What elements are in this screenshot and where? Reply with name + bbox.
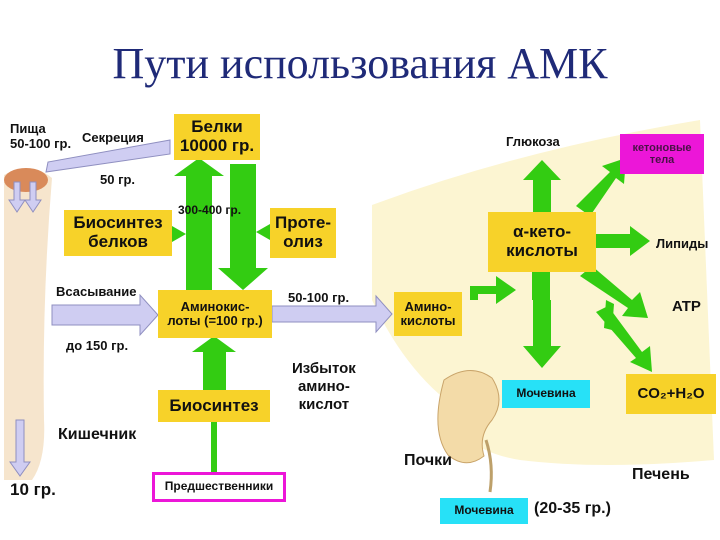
proteins-line2: 10000 гр. <box>179 136 255 155</box>
secretion-arrow <box>45 139 171 173</box>
intestine-label: Кишечник <box>58 426 137 443</box>
amino-acid-pool-box: Аминокис- лоты (=100 гр.) <box>158 290 272 338</box>
food-label-line1: Пища <box>10 121 46 136</box>
proteolysis-line1: Протe- <box>274 213 331 233</box>
urea-amount: (20-35 гр.) <box>534 500 611 517</box>
liver-label: Печень <box>632 466 690 483</box>
ureter-line <box>484 439 493 493</box>
ketone-line2: тела <box>649 154 675 166</box>
urea-liver-box: Мочевина <box>502 380 590 408</box>
absorption-label: Всасывание <box>56 284 137 299</box>
atp-label: ATP <box>672 298 701 315</box>
food-label: Пища 50-100 гр. <box>10 121 72 152</box>
excess-line2: амино- <box>297 378 350 395</box>
precursors-box: Предшественники <box>152 472 286 502</box>
atp-co2-branch <box>604 300 614 330</box>
keto-acids-line2: кислоты <box>506 241 578 260</box>
lipids-label: Липиды <box>656 236 709 251</box>
amino-acid-pool-line2: лоты (=100 гр.) <box>167 313 263 328</box>
liver-amino-line1: Амино- <box>404 298 452 314</box>
secretion-label: Секреция <box>82 130 144 145</box>
keto-acids-box: α-кето- кислоты <box>488 212 596 272</box>
to-atp-arrow <box>580 266 648 318</box>
amino-acid-pool-line1: Аминокис- <box>180 298 250 314</box>
intestine-shape <box>4 168 52 480</box>
protein-synthesis-line2: белков <box>88 232 148 251</box>
to-ketone-arrow <box>576 158 626 216</box>
urea-urine-box: Мочевина <box>440 498 528 524</box>
glucose-label: Глюкоза <box>506 134 560 149</box>
absorption-amount: до 150 гр. <box>66 338 129 353</box>
protein-synthesis-line1: Биосинтез <box>73 213 163 233</box>
excretion-amount: 10 гр. <box>10 480 56 499</box>
absorption-arrow <box>51 293 159 337</box>
proteolysis-box: Протe- олиз <box>270 208 336 258</box>
ketone-bodies-box: кетоновые тела <box>620 134 704 174</box>
biosynthesis-box: Биосинтез <box>158 390 270 422</box>
kidneys-label: Почки <box>404 452 453 469</box>
synthesis-up-arrow <box>174 158 224 290</box>
food-label-line2: 50-100 гр. <box>10 135 72 151</box>
synthesis-rate-label: 300-400 гр. <box>178 203 242 217</box>
stomach-shape <box>4 168 48 192</box>
keto-acids-line1: α-кето- <box>513 222 571 242</box>
secretion-amount: 50 гр. <box>100 172 136 187</box>
liver-amino-acids-box: Амино- кислоты <box>394 292 462 336</box>
amino-to-keto-arrow <box>470 276 516 304</box>
proteolysis-line2: олиз <box>283 232 323 251</box>
protein-synthesis-pointer <box>172 226 186 242</box>
proteolysis-down-arrow <box>218 164 268 290</box>
excess-label: Избыток амино- кислот <box>292 360 356 414</box>
proteolysis-pointer <box>256 224 270 240</box>
intestine-arrow-1 <box>8 181 26 213</box>
to-urea-arrow <box>523 300 561 368</box>
excess-line1: Избыток <box>292 360 356 377</box>
kidney-shape <box>437 370 500 464</box>
ketone-line1: кетоновые <box>632 141 692 154</box>
transport-arrow <box>271 294 393 334</box>
proteins-line1: Белки <box>191 117 243 137</box>
protein-synthesis-box: Биосинтез белков <box>64 210 172 256</box>
liver-amino-line2: кислоты <box>400 313 456 328</box>
biosynthesis-up-arrow <box>192 336 236 390</box>
keto-vertical-link <box>532 272 550 300</box>
precursors-link <box>211 420 217 472</box>
proteins-box: Белки 10000 гр. <box>174 114 260 160</box>
transport-amount: 50-100 гр. <box>288 290 350 305</box>
page-title: Пути использования АМК <box>112 39 608 88</box>
co2-h2o-box: CO₂+H₂O <box>626 374 716 414</box>
excess-line3: кислот <box>298 396 350 413</box>
to-glucose-arrow <box>523 160 561 212</box>
excretion-arrow <box>9 419 31 477</box>
intestine-arrow-2 <box>24 181 42 213</box>
to-lipids-arrow <box>596 226 650 256</box>
